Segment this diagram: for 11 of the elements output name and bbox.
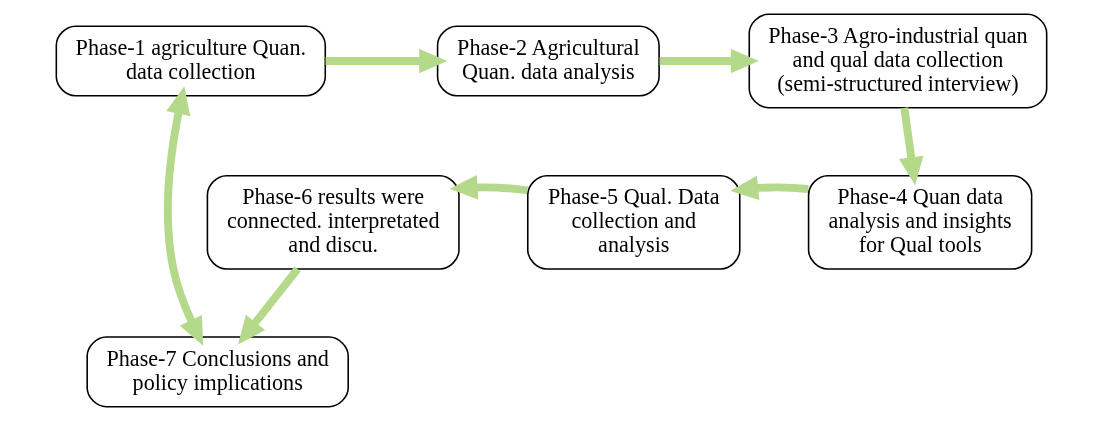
node-box: Phase-1 agriculture Quan. data collection: [55, 25, 326, 97]
arrow: [237, 266, 301, 345]
node-box: Phase-7 Conclusions and policy implications: [85, 336, 349, 408]
node-box: Phase-4 Quan data analysis and insights for Qual tools: [807, 174, 1032, 270]
arrow: [449, 175, 528, 200]
arrow: [729, 175, 809, 201]
node-box: Phase-2 Agricultural Quan. data analysis: [436, 25, 660, 97]
node-box: Phase-3 Agro-industrial quan and qual data collection (semi-structured interview): [747, 13, 1047, 109]
node-box: Phase-5 Qual. Data collection and analysis: [526, 174, 741, 270]
arrow: [163, 86, 203, 346]
node-box: Phase-6 results were connected. interpretated and discu.: [206, 174, 460, 270]
